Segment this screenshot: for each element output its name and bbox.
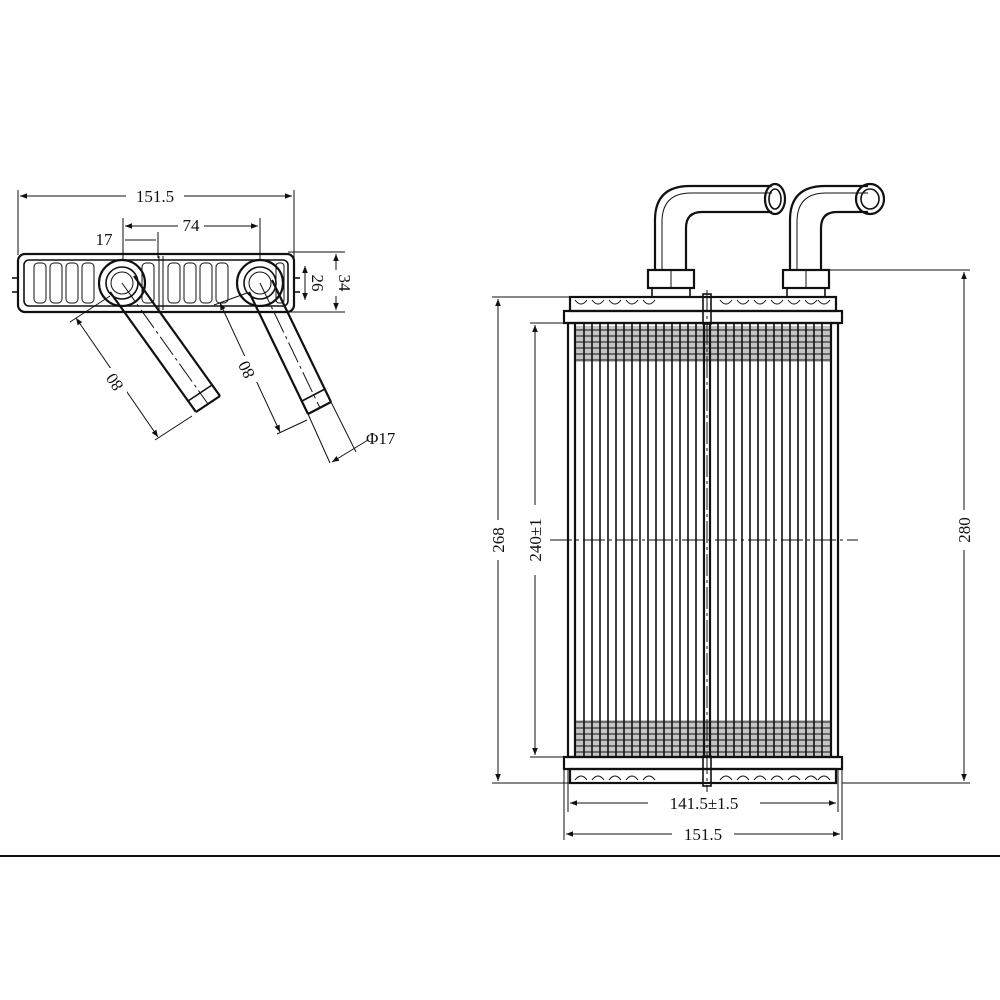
dim-total-height: 280 <box>954 272 974 781</box>
front-view: 268 240±1 280 141.5±1.5 151.5 <box>488 182 974 844</box>
dim-text-26: 26 <box>308 275 327 292</box>
dim-pipe-offset: 17 <box>96 230 156 249</box>
dim-text-80-right: 80 <box>234 358 259 382</box>
pipe-left-front <box>646 182 787 298</box>
dim-text-34: 34 <box>335 275 354 293</box>
dim-core-width: 141.5±1.5 <box>570 793 836 813</box>
dim-overall-width-front: 151.5 <box>566 824 840 844</box>
dim-pipe-diameter: Φ17 <box>307 401 396 464</box>
dim-pipe-length-right: 80 <box>213 292 308 435</box>
dim-text-268: 268 <box>489 527 508 553</box>
bottom-tank-front <box>562 755 844 787</box>
dim-core-depth: 26 <box>302 266 327 300</box>
dim-pipe-length-left: 80 <box>69 295 193 441</box>
dim-text-17: 17 <box>96 230 114 249</box>
dim-text-141-5: 141.5±1.5 <box>670 794 739 813</box>
dim-text-151-5-top: 151.5 <box>136 187 174 206</box>
dim-text-240: 240±1 <box>526 518 545 561</box>
dim-overall-width-top: 151.5 <box>20 186 292 206</box>
dim-text-280: 280 <box>955 517 974 543</box>
pipe-left-top <box>109 275 221 413</box>
dim-core-height: 240±1 <box>525 325 545 755</box>
top-view: 151.5 74 17 26 34 <box>12 186 396 464</box>
pipe-right-top <box>248 279 332 415</box>
core-front <box>550 290 858 792</box>
pipe-right-front <box>781 182 886 298</box>
top-tank-front <box>562 293 844 325</box>
dim-text-74: 74 <box>183 216 201 235</box>
dim-pipe-spacing: 74 <box>125 216 258 235</box>
dim-text-151-5-front: 151.5 <box>684 825 722 844</box>
dim-tank-depth: 34 <box>330 254 354 310</box>
dim-overall-height: 268 <box>488 299 508 781</box>
tank-outline-top <box>12 252 300 314</box>
dim-text-phi17: Φ17 <box>366 429 396 448</box>
